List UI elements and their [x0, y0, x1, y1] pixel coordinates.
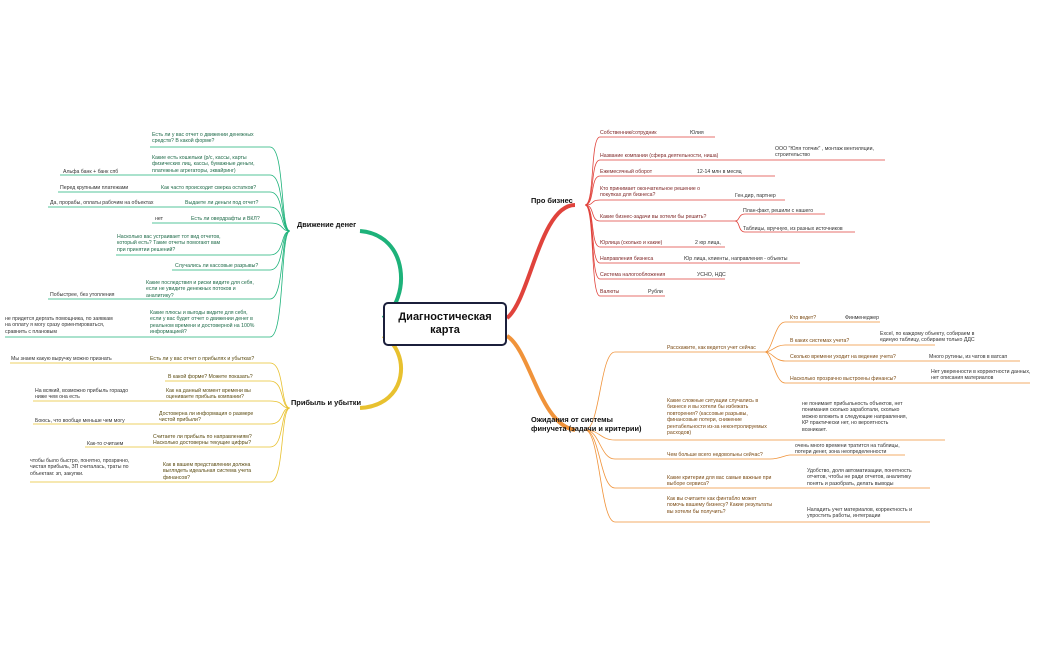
- central-topic-label: Диагностическая карта: [398, 311, 492, 336]
- expect-answer: Много рутины, из чатов в ватсап: [929, 354, 1008, 360]
- business-question[interactable]: Юрлица (сколько и какие): [600, 240, 663, 246]
- expect-question[interactable]: Чем больше всего недовольны сейчас?: [667, 452, 763, 458]
- business-answer: 2 юр лица,: [695, 240, 721, 246]
- business-question[interactable]: Направления бизнеса: [600, 256, 654, 262]
- money-question[interactable]: Случались ли кассовые разрывы?: [175, 263, 259, 269]
- profit-question[interactable]: Считаете ли прибыль по направлениям? Нас…: [153, 434, 252, 447]
- business-question[interactable]: Собственник/сотрудник: [600, 130, 657, 136]
- money-question[interactable]: Какие есть кошельки (р/с, кассы, карты ф…: [152, 155, 255, 174]
- business-answer: 12-14 млн в месяц: [697, 169, 742, 175]
- profit-question[interactable]: Есть ли у вас отчет о прибылях и убытках…: [150, 356, 255, 362]
- money-question[interactable]: Какие последствия и риски видите для себ…: [146, 280, 254, 299]
- business-answer: Юлия: [690, 130, 704, 136]
- expect-question[interactable]: Какие сложные ситуации случались в бизне…: [667, 398, 767, 437]
- branch-money[interactable]: Движение денег: [297, 220, 357, 229]
- branch-expectations[interactable]: Ожидания от системы финучета (задачи и к…: [531, 415, 642, 433]
- expect-subquestion[interactable]: В каких системах учета?: [790, 338, 850, 344]
- business-question[interactable]: Валюты: [600, 289, 620, 295]
- business-answer: ООО "Юля топчик" , монтаж вентиляции, ст…: [775, 146, 874, 159]
- expect-answer: Удобство, доля автоматизации, понятность…: [807, 468, 912, 487]
- expect-answer: Наладить учет материалов, корректность и…: [807, 507, 912, 520]
- branch-profit[interactable]: Прибыль и убытки: [291, 398, 361, 407]
- expect-answer: Excel, по каждому объекту, собираем в ед…: [880, 331, 975, 344]
- money-question[interactable]: Насколько вас устраивает тот вид отчетов…: [117, 234, 221, 253]
- profit-answer: Мы знаем какую выручку можно признать: [11, 356, 112, 362]
- profit-answer: Боюсь, что вообще меньше чем могу: [35, 418, 125, 424]
- money-answer: не придется дергать помощника, по заявка…: [5, 316, 113, 335]
- money-question[interactable]: Есть ли у вас отчет о движении денежных …: [152, 132, 254, 145]
- money-question[interactable]: Какие плюсы и выгоды видите для себя, ес…: [150, 310, 255, 336]
- expect-subquestion[interactable]: Насколько прозрачно выстроены финансы?: [790, 376, 897, 382]
- money-question[interactable]: Выдаете ли деньги под отчет?: [185, 200, 259, 206]
- expect-answer: очень много времени тратится на таблицы,…: [795, 443, 900, 456]
- money-answer: Альфа банк + банк спб: [63, 169, 119, 175]
- money-answer: Побыстрее, без утопления: [50, 292, 115, 298]
- expect-subquestion[interactable]: Сколько времени уходит на ведение учета?: [790, 354, 896, 360]
- profit-answer: На всякий, возможно прибыль гораздо ниже…: [35, 388, 129, 401]
- expect-question[interactable]: Как вы считаете как финтабло может помоч…: [667, 496, 773, 515]
- money-question[interactable]: Есть ли овердрафты и ВКЛ?: [191, 216, 260, 222]
- business-answer: УСНО, НДС: [697, 272, 726, 278]
- expect-question[interactable]: Какие критерии для вас самые важные при …: [667, 475, 772, 488]
- business-answer: Юр лица, клиенты, направления - объекты: [684, 256, 788, 262]
- expect-answer: не понимает прибыльность объектов, нет п…: [802, 401, 907, 433]
- business-question[interactable]: Кто принимает окончательное решение о по…: [600, 186, 701, 199]
- business-question[interactable]: Система налогообложения: [600, 272, 666, 278]
- expect-answer: Нет уверенности в корректности данных, н…: [931, 369, 1031, 382]
- profit-question[interactable]: Достоверна ли информация о размере чисто…: [159, 411, 254, 424]
- business-answer: План-факт, решили с нашего: [743, 208, 814, 214]
- central-topic[interactable]: Диагностическая карта: [383, 302, 507, 346]
- profit-question[interactable]: Как на данный момент времени вы оценивае…: [166, 388, 251, 401]
- business-question[interactable]: Ежемесячный оборот: [600, 169, 653, 175]
- profit-question[interactable]: Как в вашем представлении должна выгляде…: [163, 462, 252, 481]
- money-answer: Перед крупными платежами: [60, 185, 129, 191]
- business-question[interactable]: Название компании (сфера деятельности, н…: [600, 153, 719, 159]
- profit-answer: чтобы было быстро, понятно, прозрачно, ч…: [30, 458, 130, 477]
- profit-question[interactable]: В какой форме? Можете показать?: [168, 374, 253, 380]
- business-answer: Таблицы, вручную, из разных источников: [743, 226, 843, 232]
- money-answer: нет: [155, 216, 163, 222]
- expect-question[interactable]: Расскажите, как ведется учет сейчас: [667, 345, 756, 351]
- business-answer: Ген.дир, партнер: [735, 193, 776, 199]
- business-question[interactable]: Какие бизнес-задачи вы хотели бы решить?: [600, 214, 707, 220]
- profit-answer: Как-то считаем: [87, 441, 124, 447]
- money-answer: Да, прорабы, оплаты рабочим на объектах: [50, 200, 154, 206]
- business-answer: Рубли: [648, 289, 663, 295]
- money-question[interactable]: Как часто происходит сверка остатков?: [161, 185, 257, 191]
- branch-business[interactable]: Про бизнес: [531, 196, 573, 205]
- expect-subquestion[interactable]: Кто ведет?: [790, 315, 817, 321]
- expect-answer: Финменеджер: [845, 315, 880, 321]
